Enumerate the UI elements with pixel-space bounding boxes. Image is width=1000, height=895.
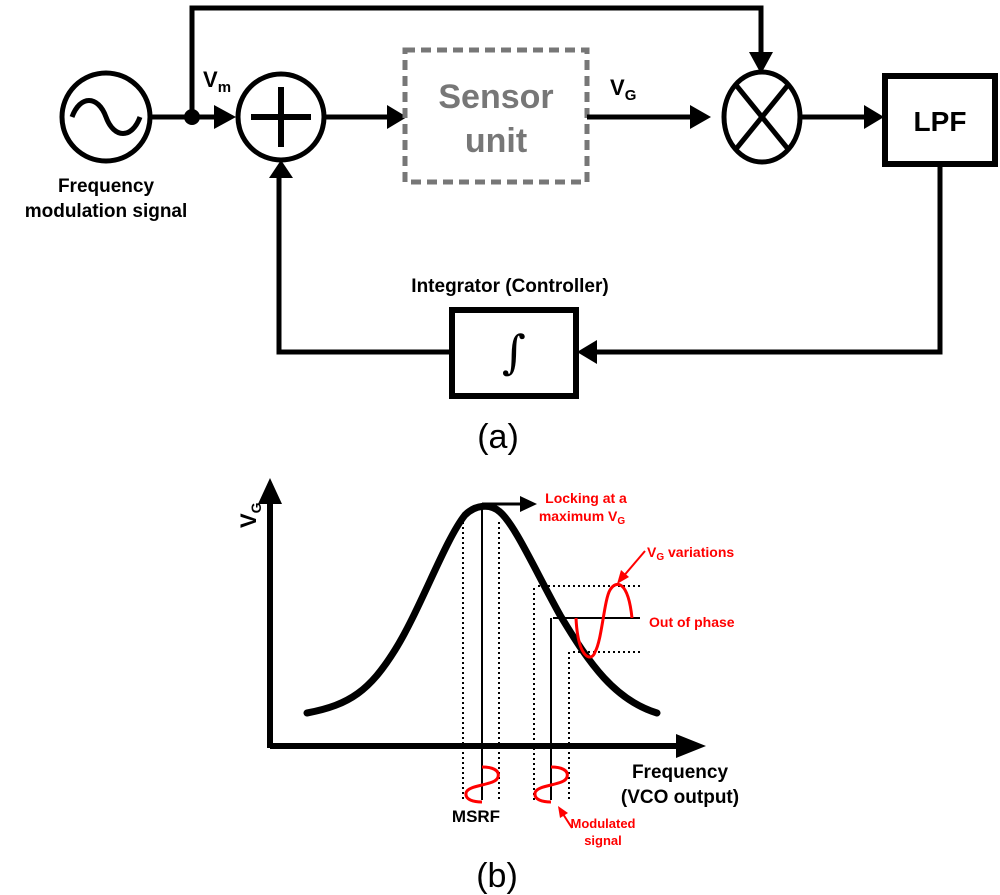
msrf-label: MSRF xyxy=(452,807,500,826)
arrow-head xyxy=(520,496,537,512)
wire-to-adder-bottom xyxy=(276,172,452,355)
y-axis-label: VG xyxy=(236,502,264,528)
variation-label: VG variations xyxy=(647,544,734,563)
modulated-pointer xyxy=(562,813,573,829)
vm-label: Vm xyxy=(203,67,231,96)
adder-icon xyxy=(235,71,327,163)
x-axis-label-2: (VCO output) xyxy=(621,787,739,808)
modulated-label-1: Modulated xyxy=(571,816,636,831)
lock-label-1: Locking at a xyxy=(545,490,627,506)
variation-pointer xyxy=(621,550,646,579)
y-axis-arrow xyxy=(258,478,282,504)
integral-icon: ∫ xyxy=(502,325,526,379)
arrow-head xyxy=(864,105,884,129)
sensor-label-1: Sensor xyxy=(438,78,553,116)
caption-a: (a) xyxy=(477,418,519,456)
arrow-head xyxy=(749,52,773,74)
wire-feedback xyxy=(590,164,943,355)
source-label-2: modulation signal xyxy=(25,201,188,222)
x-axis-arrow xyxy=(676,734,706,758)
x-axis-label-1: Frequency xyxy=(632,762,729,783)
vg-variation-wave xyxy=(574,582,634,659)
arrow-head xyxy=(387,105,407,129)
source-label-1: Frequency xyxy=(58,176,155,197)
vg-label: VG xyxy=(610,75,636,104)
msrf-mod-wave xyxy=(464,765,500,804)
arrow-head xyxy=(214,105,236,129)
sine-source-icon xyxy=(59,70,153,164)
lpf-label: LPF xyxy=(914,106,967,137)
panel-b: VG Frequency (VCO output) Locking xyxy=(236,478,739,895)
panel-a: Frequency modulation signal Vm Sensor un… xyxy=(25,5,998,456)
arrow-head xyxy=(558,806,568,818)
slope-mod-wave xyxy=(533,765,569,804)
mixer-icon xyxy=(721,69,803,165)
sensor-label-2: unit xyxy=(465,122,527,160)
caption-b: (b) xyxy=(476,857,518,895)
phase-label: Out of phase xyxy=(649,614,735,630)
arrow-head xyxy=(690,105,711,129)
integrator-label: Integrator (Controller) xyxy=(411,276,608,297)
sensor-unit-box xyxy=(402,47,590,185)
arrow-head xyxy=(577,340,597,364)
modulated-label-2: signal xyxy=(584,833,622,848)
arrow-head xyxy=(617,570,629,584)
arrow-head xyxy=(269,160,293,178)
wire-top xyxy=(189,5,764,117)
lock-label-2: maximum VG xyxy=(539,508,626,527)
